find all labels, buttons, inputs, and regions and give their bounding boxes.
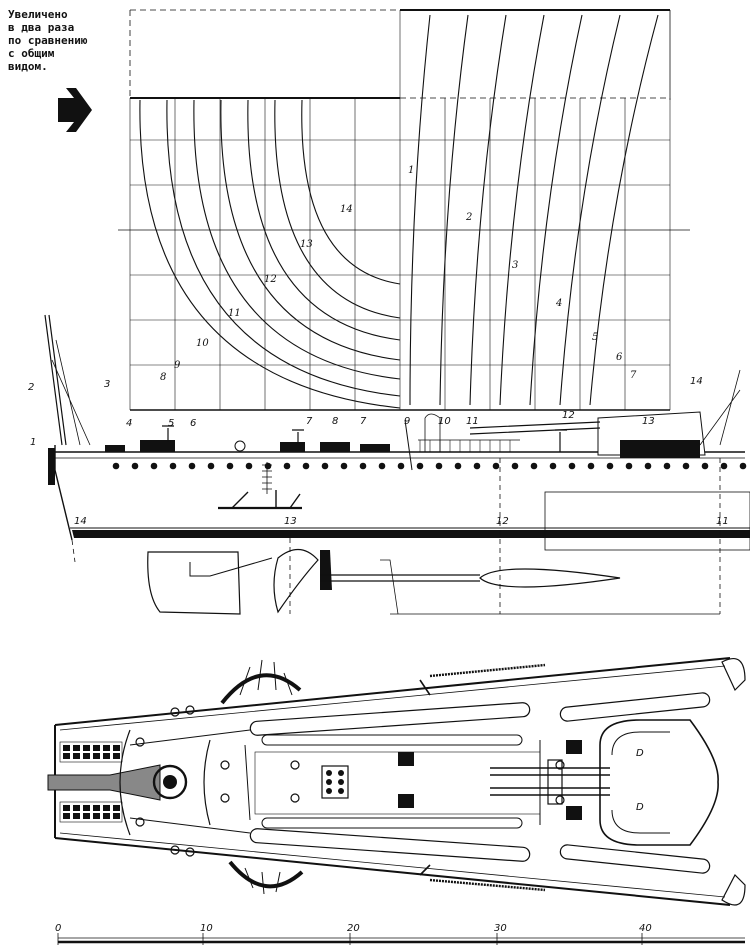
scale-label: 10 bbox=[200, 923, 213, 934]
body-plan-label: 14 bbox=[340, 204, 353, 215]
side-callout: 8 bbox=[332, 416, 338, 427]
side-callout: 3 bbox=[104, 379, 110, 390]
hatch-label: D bbox=[636, 748, 644, 759]
deck-plan bbox=[47, 657, 746, 906]
body-plan-left-labels: 89 10 11 12 13 14 bbox=[160, 204, 353, 383]
side-callout: 11 bbox=[466, 416, 479, 427]
side-callout: 5 bbox=[168, 418, 174, 429]
side-callout: 2 bbox=[28, 382, 34, 393]
station-number: 13 bbox=[284, 516, 297, 527]
body-plan-label: 1 bbox=[408, 165, 414, 176]
note-line: в два раза bbox=[8, 21, 75, 34]
side-callout: 10 bbox=[438, 416, 451, 427]
scale-label: 40 bbox=[639, 923, 652, 934]
note-line: видом. bbox=[8, 60, 48, 73]
body-plan-label: 5 bbox=[592, 332, 598, 343]
body-plan-label: 6 bbox=[616, 352, 623, 363]
scale-label: 30 bbox=[494, 923, 507, 934]
side-callout: 13 bbox=[642, 416, 655, 427]
hatch-label: D bbox=[636, 802, 644, 813]
note-line: Увеличено bbox=[8, 8, 68, 21]
body-plan-right-labels: 1 2 3 4 5 67 bbox=[408, 165, 637, 381]
scale-bar bbox=[58, 937, 745, 944]
side-callout: 12 bbox=[562, 410, 575, 421]
arrow-right-icon bbox=[58, 88, 92, 132]
note-line: с общим bbox=[8, 47, 55, 60]
body-plan-label: 7 bbox=[630, 370, 637, 381]
body-plan-label: 10 bbox=[196, 338, 209, 349]
body-plan-label: 12 bbox=[264, 274, 277, 285]
side-callout: 14 bbox=[690, 376, 703, 387]
side-callout: 6 bbox=[190, 418, 196, 429]
station-number: 14 bbox=[74, 516, 87, 527]
side-callout: 1 bbox=[30, 437, 36, 448]
scale-label: 20 bbox=[347, 923, 360, 934]
body-plan-label: 2 bbox=[465, 212, 472, 223]
body-plan-label: 4 bbox=[555, 298, 562, 309]
body-plan-label: 9 bbox=[174, 360, 181, 371]
station-number: 12 bbox=[496, 516, 509, 527]
side-callout: 4 bbox=[126, 418, 132, 429]
side-callout: 9 bbox=[404, 416, 410, 427]
side-callout: 7 bbox=[306, 416, 313, 427]
side-view bbox=[44, 314, 750, 615]
scale-label: 0 bbox=[55, 923, 61, 934]
body-plan bbox=[118, 9, 690, 411]
side-callout: 7 bbox=[360, 416, 367, 427]
body-plan-label: 3 bbox=[512, 260, 518, 271]
station-number: 11 bbox=[716, 516, 729, 527]
body-plan-label: 8 bbox=[160, 372, 166, 383]
note-text: Увеличено в два раза по сравнению с общи… bbox=[8, 8, 118, 73]
note-line: по сравнению bbox=[8, 34, 88, 47]
side-stations: 14 13 12 11 bbox=[74, 516, 729, 527]
body-plan-label: 13 bbox=[300, 239, 313, 250]
scale-ticks: 0 10 20 30 40 bbox=[55, 923, 652, 945]
body-plan-label: 11 bbox=[228, 308, 241, 319]
deck-hatch-labels: DD bbox=[636, 748, 644, 813]
